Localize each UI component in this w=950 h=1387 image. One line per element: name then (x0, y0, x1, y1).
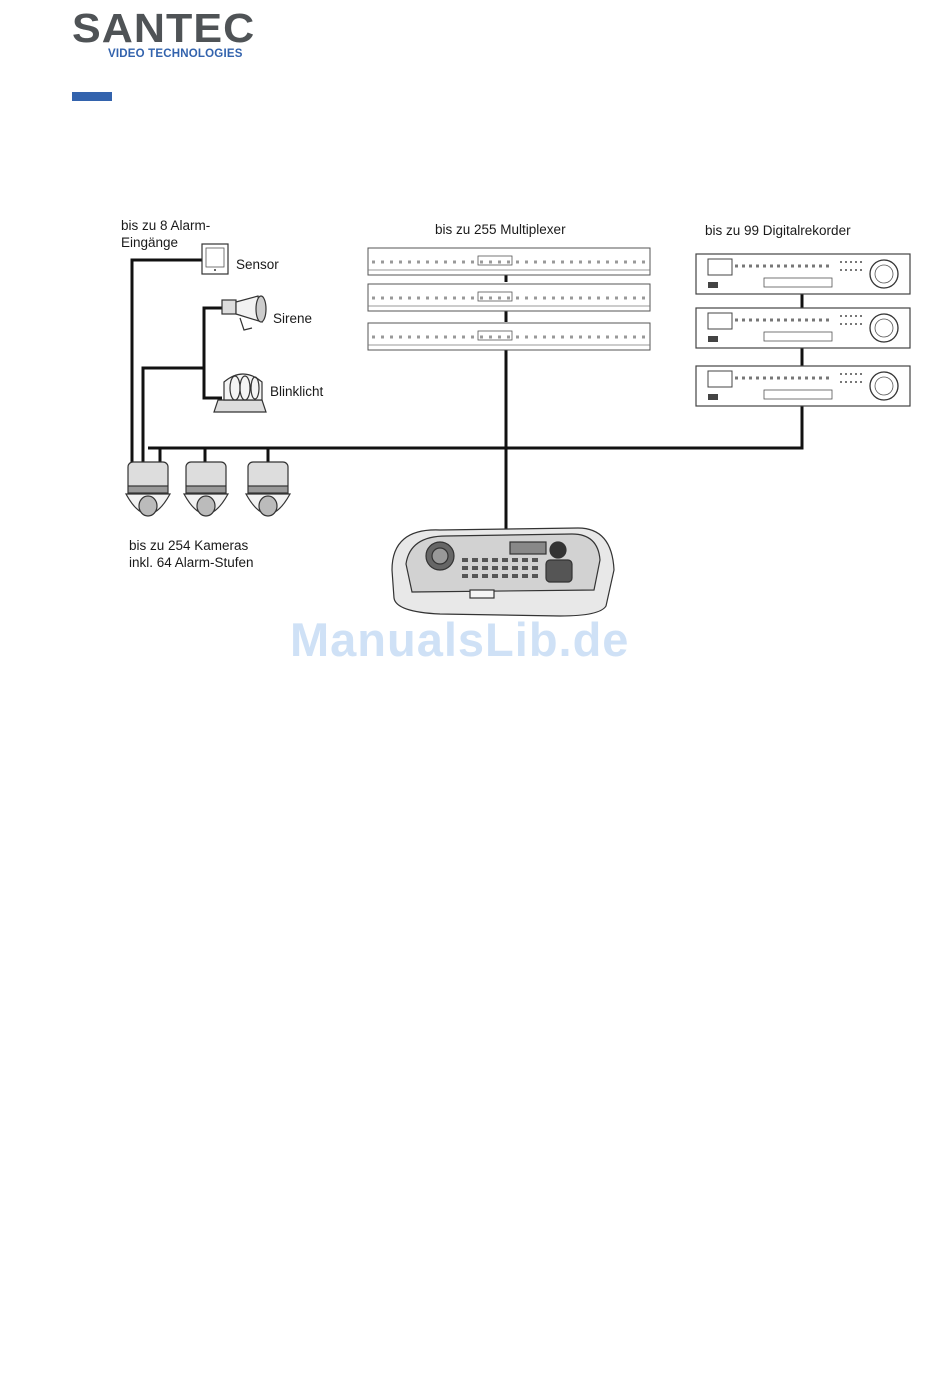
cameras-label: bis zu 254 Kameras inkl. 64 Alarm-Stufen (129, 537, 254, 571)
dome-camera-icon (246, 462, 290, 516)
siren-label: Sirene (273, 310, 312, 327)
dvr-label: bis zu 99 Digitalrekorder (705, 222, 851, 239)
strobe-icon (214, 374, 266, 412)
multiplexer-unit (368, 323, 650, 350)
alarm-inputs-label-line1: bis zu 8 Alarm- (121, 217, 210, 234)
dvr-unit (696, 366, 910, 406)
cameras-label-line1: bis zu 254 Kameras (129, 537, 254, 554)
multiplexer-label: bis zu 255 Multiplexer (435, 221, 566, 238)
siren-wire (204, 308, 222, 398)
alarm-inputs-label-line2: Eingänge (121, 234, 210, 251)
system-diagram (0, 0, 950, 700)
camera-group (126, 462, 290, 516)
dvr-unit (696, 254, 910, 294)
dome-camera-icon (184, 462, 228, 516)
multiplexer-unit (368, 284, 650, 311)
siren-icon (222, 296, 266, 330)
strobe-label: Blinklicht (270, 383, 323, 400)
alarm-inputs-label: bis zu 8 Alarm- Eingänge (121, 217, 210, 251)
dvr-stack (696, 254, 910, 406)
dome-camera-icon (126, 462, 170, 516)
keyboard-controller-icon (392, 528, 614, 616)
multiplexer-stack (368, 248, 650, 350)
cameras-label-line2: inkl. 64 Alarm-Stufen (129, 554, 254, 571)
watermark: ManualsLib.de (290, 612, 629, 667)
dvr-unit (696, 308, 910, 348)
sensor-label: Sensor (236, 256, 279, 273)
multiplexer-unit (368, 248, 650, 275)
